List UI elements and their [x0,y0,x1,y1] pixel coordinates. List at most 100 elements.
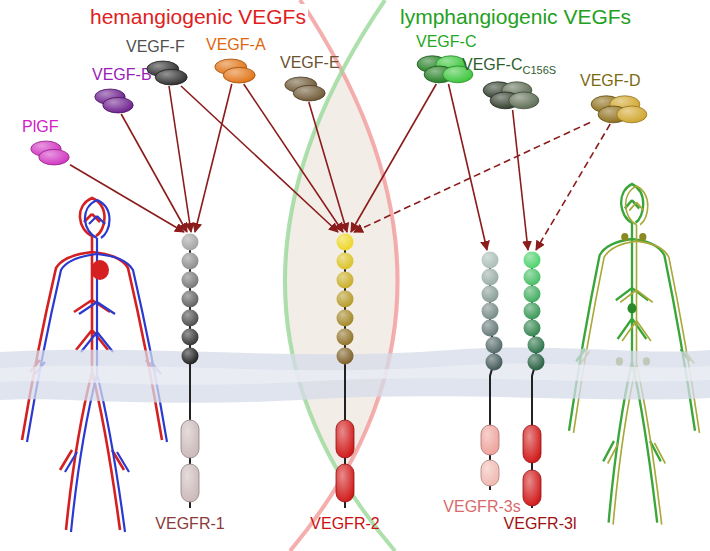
ligand-lobe [39,149,69,165]
receptor-shape [330,232,360,512]
ig-domain [337,348,354,365]
ig-domain [182,234,199,251]
ligand-shape [146,60,188,86]
ig-domain [486,354,503,371]
label-text: VEGFR-3s [443,498,520,515]
kinase-domain [481,425,499,455]
label-text: VEGF-E [280,54,340,71]
ligand-shape [482,80,540,110]
ig-domain [482,269,499,286]
ig-domain [337,329,354,346]
kinase-domain [481,460,499,486]
ig-domain [528,337,545,354]
ig-domain [337,310,354,327]
kinase-domain [181,420,199,458]
label-text: VEGFR-3l [504,515,577,532]
ligand-node: VEGF-CC156S [482,80,540,110]
ligand-node: VEGF-E [284,76,326,102]
binding-arrow [121,114,187,232]
label-text: VEGF-D [580,72,640,89]
ig-domain [528,354,545,371]
lymph-node [628,303,637,313]
receptor-node: VEGFR-1 [175,232,205,512]
ligand-node: VEGF-F [146,60,188,86]
ligand-lobe [223,67,255,83]
ig-domain [182,272,199,289]
ligand-lobe [293,85,325,101]
lymphangiogenic-boundary [285,0,395,551]
kinase-domain [181,464,199,502]
binding-arrow [244,84,343,232]
ligand-lobe [103,97,133,113]
ig-domain [482,320,499,337]
node-label: VEGF-D [580,72,640,90]
receptor-shape [475,250,505,495]
kinase-domain [336,420,354,458]
kinase-domain [523,425,541,463]
receptor-node: VEGFR-2 [330,232,360,512]
ig-domain [182,329,199,346]
ligand-node: VEGF-D [590,94,648,124]
membrane-core [0,363,710,384]
ligand-node: VEGF-A [214,58,256,84]
ligand-shape [94,88,134,114]
kinase-domain [523,470,541,506]
ligand-lobe [617,106,647,123]
receptor-shape [175,232,205,512]
ig-domain [182,253,199,270]
label-text: VEGF-C [416,33,476,50]
ig-domain [337,234,354,251]
binding-arrow [195,84,232,232]
ig-domain [524,269,541,286]
binding-arrow [354,123,590,233]
binding-arrow [449,84,488,250]
label-text: VEGFR-2 [310,515,379,532]
label-text: PlGF [22,118,58,135]
binding-arrow [309,102,347,232]
binding-arrow [70,165,184,232]
binding-arrow [513,110,528,250]
ig-domain [482,303,499,320]
node-label: VEGF-A [206,36,266,54]
node-label: VEGFR-2 [310,515,379,533]
node-label: VEGFR-3l [504,515,577,533]
node-label: VEGFR-1 [155,515,224,533]
overlap-region [285,0,710,551]
ig-domain [524,286,541,303]
ig-domain [337,253,354,270]
ig-domain [524,252,541,269]
ig-domain [482,286,499,303]
ig-domain [524,303,541,320]
subscript-text: C156S [522,64,556,76]
ligand-shape [30,140,70,166]
ig-domain [524,320,541,337]
node-label: VEGFR-3s [443,498,520,516]
label-text: VEGF-A [206,36,266,53]
ligand-shape [284,76,326,102]
ligand-shape [214,58,256,84]
ligand-node: PlGF [30,140,70,166]
heart [91,260,109,280]
binding-arrow [536,124,610,250]
kinase-domain [336,464,354,502]
label-text: VEGFR-1 [155,515,224,532]
label-text: VEGF-B [92,66,152,83]
receptor-node: VEGFR-3l [517,250,547,512]
ligand-shape [590,94,648,124]
node-label: VEGF-C [416,33,476,51]
region-title: hemangiogenic VEGFs [88,4,308,29]
node-label: VEGF-E [280,54,340,72]
binding-arrow [169,86,191,232]
ig-domain [337,272,354,289]
label-text: VEGF-C [462,56,522,73]
ligand-lobe [155,69,187,85]
receptor-node: VEGFR-3s [475,250,505,495]
node-label: VEGF-CC156S [462,56,556,77]
ig-domain [182,291,199,308]
ig-domain [482,252,499,269]
ligand-lobe [509,92,539,109]
lymph-node [639,233,646,241]
cell-membrane [0,347,710,402]
receptor-shape [517,250,547,512]
